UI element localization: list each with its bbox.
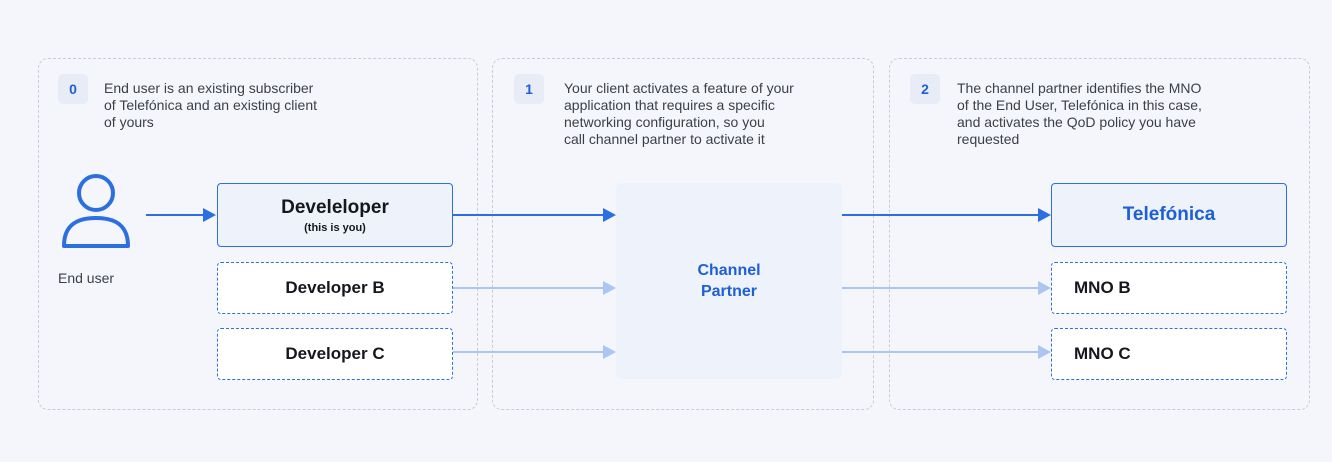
step-1-line: application that requires a specific [564, 97, 775, 113]
mno-b-title: MNO B [1074, 278, 1131, 297]
step-0-line: of yours [104, 114, 154, 130]
step-0-badge: 0 [58, 74, 88, 104]
telefonica-title: Telefónica [1122, 204, 1216, 225]
channel-partner-line1: Channel [697, 262, 761, 279]
arrowhead-icon [603, 208, 616, 222]
step-2-description: The channel partner identifies the MNO o… [957, 80, 1202, 148]
developer-c-title: Developer C [285, 344, 385, 363]
step-2-panel [889, 58, 1310, 410]
step-0-description: End user is an existing subscriber of Te… [104, 80, 317, 131]
step-2-line: requested [957, 131, 1020, 147]
mno-c-box: MNO C [1051, 328, 1287, 380]
step-1-panel [492, 58, 874, 410]
step-0-line: End user is an existing subscriber [104, 80, 314, 96]
developer-c-box: Developer C [217, 328, 453, 380]
step-2-line: The channel partner identifies the MNO [957, 80, 1202, 96]
step-1-line: networking configuration, so you [564, 114, 765, 130]
step-1-line: call channel partner to activate it [564, 131, 765, 147]
step-2-line: and activates the QoD policy you have [957, 114, 1196, 130]
mno-b-box: MNO B [1051, 262, 1287, 314]
step-1-badge: 1 [514, 74, 544, 104]
step-0-line: of Telefónica and an existing client [104, 97, 317, 113]
arrowhead-icon [1038, 208, 1051, 222]
developer-main-title: Develeloper [281, 196, 389, 218]
channel-partner-line2: Partner [700, 283, 758, 300]
arrowhead-icon [1038, 281, 1051, 295]
step-1-description: Your client activates a feature of your … [564, 80, 794, 148]
telefonica-box: Telefónica [1051, 183, 1287, 247]
person-icon [62, 174, 130, 248]
arrowhead-icon [1038, 345, 1051, 359]
step-1-line: Your client activates a feature of your [564, 80, 794, 96]
developer-main-box: Develeloper (this is you) [217, 183, 453, 247]
developer-b-box: Developer B [217, 262, 453, 314]
end-user-label: End user [58, 270, 115, 286]
step-2-badge: 2 [910, 74, 940, 104]
mno-c-title: MNO C [1074, 344, 1131, 363]
channel-partner-box: Channel Partner [616, 183, 842, 379]
step-0-panel [38, 58, 478, 410]
developer-main-subtitle: (this is you) [304, 221, 366, 234]
arrowhead-icon [603, 281, 616, 295]
arrowhead-icon [203, 208, 216, 222]
developer-b-title: Developer B [285, 278, 385, 297]
arrowhead-icon [603, 345, 616, 359]
step-2-line: of the End User, Telefónica in this case… [957, 97, 1202, 113]
